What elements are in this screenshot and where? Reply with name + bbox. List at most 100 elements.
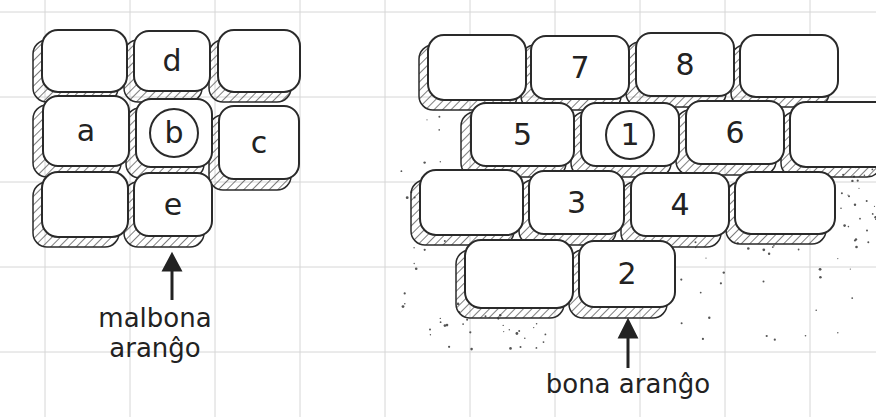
pointer-arrow (171, 268, 174, 300)
soil-speck (430, 334, 431, 335)
soil-speck (841, 192, 843, 194)
soil-speck (414, 263, 415, 264)
grid-line (0, 267, 876, 268)
soil-speck (700, 292, 702, 294)
soil-speck (426, 119, 427, 120)
stone-label: 8 (675, 50, 694, 80)
soil-speck (762, 248, 765, 251)
soil-speck (680, 279, 682, 281)
stone-block: b (135, 98, 213, 168)
soil-speck (854, 204, 856, 206)
soil-speck (815, 310, 817, 312)
soil-speck (469, 331, 471, 333)
soil-speck (855, 238, 857, 240)
soil-speck (772, 246, 774, 248)
soil-speck (848, 226, 850, 228)
soil-speck (763, 281, 765, 283)
stone-label: c (251, 128, 268, 158)
empty-stone (42, 172, 128, 237)
soil-speck (516, 332, 519, 335)
empty-stone (740, 35, 838, 97)
soil-speck (402, 305, 405, 308)
stone-label: 2 (617, 259, 636, 289)
soil-speck (705, 258, 706, 259)
soil-speck (438, 129, 440, 131)
soil-speck (448, 346, 450, 348)
soil-speck (872, 213, 874, 215)
soil-speck (406, 196, 409, 199)
stone-block: c (218, 105, 300, 180)
soil-speck (850, 269, 851, 270)
soil-speck (867, 241, 869, 243)
soil-speck (857, 180, 859, 182)
soil-speck (509, 329, 510, 330)
soil-speck (859, 218, 861, 220)
soil-speck (536, 323, 538, 325)
soil-speck (854, 239, 856, 241)
stone-block: 7 (530, 35, 630, 100)
soil-speck (415, 267, 418, 270)
soil-speck (681, 322, 683, 324)
grid-line (0, 12, 876, 13)
soil-speck (837, 332, 838, 333)
stone-block: e (133, 172, 213, 237)
soil-speck (466, 319, 468, 321)
soil-speck (866, 229, 868, 231)
empty-stone (42, 30, 127, 92)
caption-note: malbona aranĝo (80, 304, 230, 364)
empty-stone (735, 172, 835, 234)
soil-speck (429, 329, 431, 331)
soil-speck (851, 180, 853, 182)
stone-label: 4 (670, 190, 689, 220)
soil-speck (423, 161, 425, 163)
stone-block: 2 (578, 240, 676, 308)
stone-block: 5 (470, 102, 575, 167)
soil-speck (503, 325, 504, 326)
stone-label: d (162, 46, 181, 76)
soil-speck (837, 258, 838, 259)
soil-speck (543, 341, 545, 343)
soil-speck (702, 338, 704, 340)
soil-speck (462, 323, 464, 325)
soil-speck (866, 200, 868, 202)
soil-speck (404, 292, 406, 294)
soil-speck (470, 348, 473, 351)
empty-stones (42, 30, 876, 308)
soil-speck (545, 334, 547, 336)
soil-speck (509, 347, 512, 350)
soil-speck (440, 161, 441, 162)
arrow-head (164, 255, 180, 270)
stone-label: 3 (567, 188, 586, 218)
soil-speck (847, 195, 848, 196)
soil-speck (446, 324, 449, 327)
soil-speck (848, 195, 850, 197)
stone-block: a (42, 95, 130, 167)
stone-label: b (164, 118, 183, 148)
soil-speck (843, 224, 846, 227)
soil-speck (438, 116, 440, 118)
soil-speck (518, 330, 520, 332)
soil-speck (747, 247, 750, 250)
soil-speck (819, 268, 822, 271)
empty-stone (790, 102, 876, 167)
soil-speck (533, 327, 534, 328)
soil-speck (773, 245, 775, 247)
stone-block: d (133, 30, 211, 92)
stone-label: 6 (725, 118, 744, 148)
soil-speck (851, 297, 853, 299)
soil-speck (503, 331, 504, 332)
soil-speck (874, 206, 875, 207)
stone-label: 1 (620, 120, 639, 150)
soil-speck (768, 253, 770, 255)
grid-line (385, 0, 386, 417)
stone-label: 5 (513, 120, 532, 150)
soil-speck (524, 338, 526, 340)
soil-speck (708, 317, 710, 319)
stone-block: 1 (580, 102, 680, 167)
soil-speck (798, 249, 800, 251)
soil-speck (819, 276, 822, 279)
soil-speck (855, 246, 858, 249)
empty-stone (465, 240, 573, 308)
stone-block: 3 (528, 170, 625, 235)
